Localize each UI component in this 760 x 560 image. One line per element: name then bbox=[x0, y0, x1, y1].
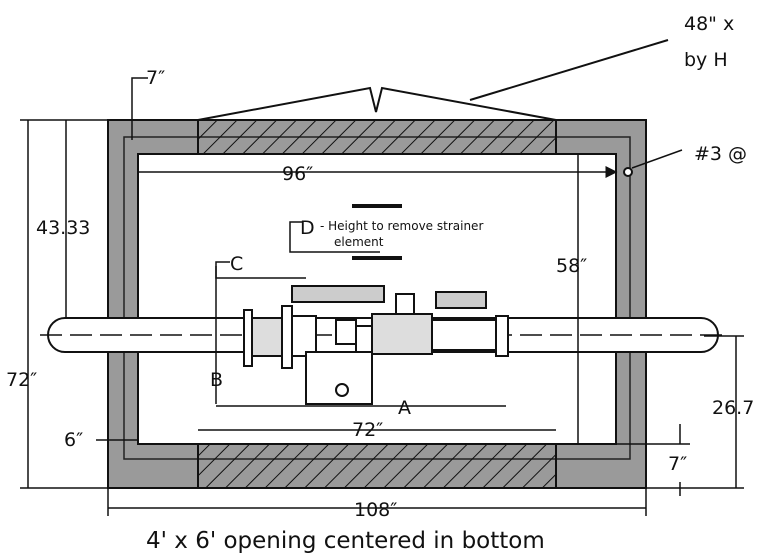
top-hatch-slab bbox=[197, 119, 557, 155]
lid-note-line1: 48" x bbox=[684, 13, 734, 35]
dim-opening: 72″ bbox=[352, 419, 383, 441]
dim-inner-width: 96″ bbox=[282, 163, 313, 185]
vault-walls bbox=[107, 119, 647, 489]
rebar-leader bbox=[631, 149, 683, 169]
dim-outer-width: 108″ bbox=[354, 499, 397, 521]
lid-leader-line bbox=[469, 39, 669, 101]
lid-outline bbox=[197, 86, 557, 121]
d-note-line2: element bbox=[334, 235, 384, 249]
d-note-line1: - Height to remove strainer bbox=[320, 219, 483, 233]
dim-bottom-wall: 6″ bbox=[64, 429, 83, 451]
backflow-assembly bbox=[243, 285, 509, 405]
dimension-lines bbox=[20, 77, 744, 516]
rebar-dot bbox=[623, 167, 633, 177]
label-c: C bbox=[230, 253, 243, 275]
label-d: D bbox=[300, 217, 315, 239]
dim-inner-height: 58″ bbox=[556, 255, 587, 277]
dim-left-height: 43.33 bbox=[36, 217, 90, 239]
label-a: A bbox=[398, 397, 411, 419]
label-b: B bbox=[210, 369, 223, 391]
dim-right-height: 26.7 bbox=[712, 397, 754, 419]
caption: 4' x 6' opening centered in bottom bbox=[146, 528, 545, 554]
lid-note-line2: by H bbox=[684, 49, 728, 71]
dim-top-wall: 7″ bbox=[146, 67, 165, 89]
bottom-hatch-opening bbox=[197, 443, 557, 489]
dim-floor: 7″ bbox=[668, 453, 687, 475]
dim-overall-height: 72″ bbox=[6, 369, 37, 391]
rebar-note: #3 @ bbox=[694, 143, 747, 165]
